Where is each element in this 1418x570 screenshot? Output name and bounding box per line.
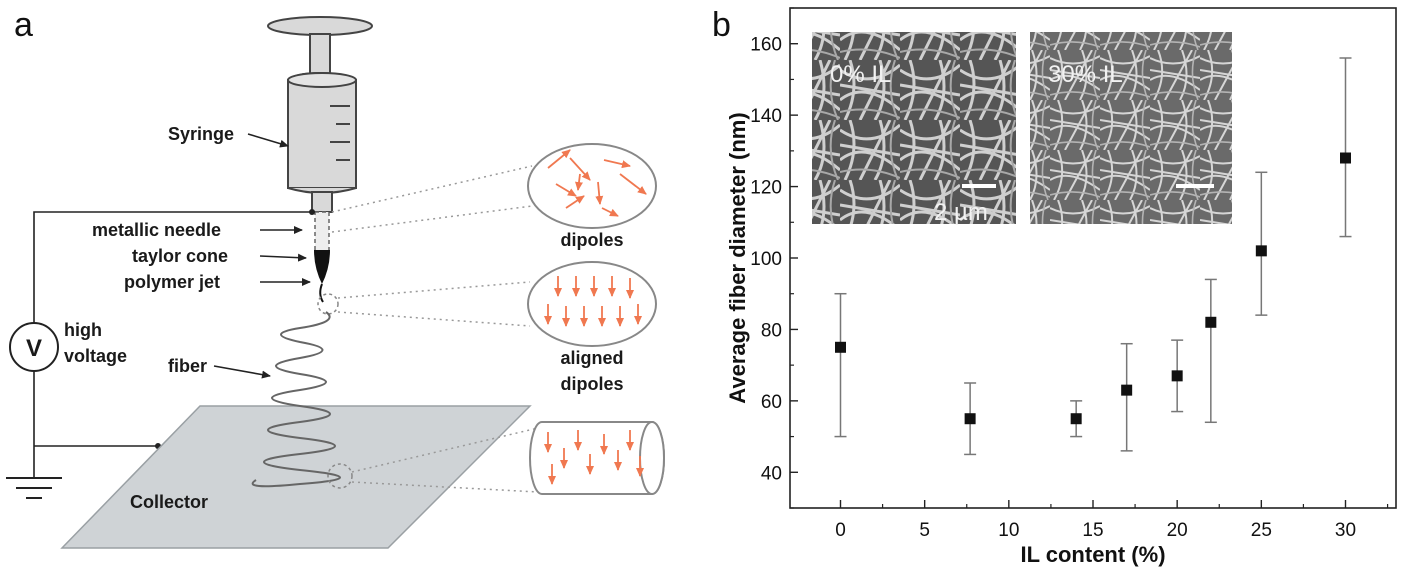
data-point — [1255, 245, 1267, 257]
x-tick-label: 25 — [1251, 520, 1272, 541]
y-tick-label: 60 — [761, 392, 782, 413]
y-tick-label: 100 — [750, 249, 782, 270]
zoom-lines — [331, 165, 539, 493]
data-point — [1340, 152, 1351, 164]
fiber-cylinder — [529, 421, 665, 495]
x-tick-label: 10 — [998, 520, 1019, 541]
x-axis-title: IL content (%) — [1020, 542, 1165, 567]
y-tick-label: 120 — [750, 178, 782, 199]
data-point — [1070, 413, 1082, 425]
plot-area: 0 5 10 15 20 25 30 40 60 80 100 120 140 160 — [750, 7, 1397, 541]
inset-label-left: 0% IL — [830, 61, 891, 88]
panel-label-b: b — [712, 6, 731, 44]
label-aligned: aligned — [560, 348, 623, 368]
scale-label: 2 µm — [934, 199, 988, 226]
label-polymer-jet: polymer jet — [124, 272, 220, 292]
sem-inset-left: 0% IL 2 µm — [812, 32, 1016, 226]
x-tick-label: 15 — [1082, 520, 1103, 541]
data-point — [964, 413, 976, 425]
schematic: a Syringe metallic needle taylor cone po… — [6, 6, 665, 549]
x-tick-label: 20 — [1167, 520, 1188, 541]
label-syringe: Syringe — [168, 124, 234, 144]
y-tick-label: 40 — [761, 463, 782, 484]
label-collector: Collector — [130, 492, 208, 512]
syringe — [267, 16, 373, 315]
label-taylor-cone: taylor cone — [132, 246, 228, 266]
sem-inset-right: 30% IL — [1030, 32, 1232, 224]
dipoles-aligned — [527, 261, 657, 347]
circuit: V — [6, 209, 315, 499]
data-point — [835, 341, 846, 353]
y-axis-title: Average fiber diameter (nm) — [725, 112, 750, 403]
chart-panel: b 0 5 10 15 20 25 30 40 60 80 100 120 140 160 Average… — [712, 6, 1397, 567]
inset-label-right: 30% IL — [1048, 61, 1123, 88]
panel-label-a: a — [14, 6, 33, 44]
label-metallic-needle: metallic needle — [92, 220, 221, 240]
data-point — [1171, 370, 1183, 382]
x-tick-label: 30 — [1335, 520, 1356, 541]
ground-icon — [6, 477, 62, 499]
label-dipoles: dipoles — [560, 230, 623, 250]
label-aligned-dipoles: dipoles — [560, 374, 623, 394]
y-tick-label: 160 — [750, 35, 782, 56]
data-point — [1121, 384, 1133, 396]
y-tick-label: 140 — [750, 106, 782, 127]
voltmeter-symbol: V — [26, 335, 42, 362]
y-tick-label: 80 — [761, 320, 782, 341]
collector-plate — [60, 405, 532, 549]
x-tick-label: 5 — [919, 520, 930, 541]
x-tick-label: 0 — [835, 520, 846, 541]
dipoles-random — [527, 143, 657, 229]
label-voltage: voltage — [64, 346, 127, 366]
data-point — [1205, 316, 1217, 328]
label-fiber: fiber — [168, 356, 207, 376]
fiber-spiral — [251, 311, 341, 488]
label-high: high — [64, 320, 102, 340]
